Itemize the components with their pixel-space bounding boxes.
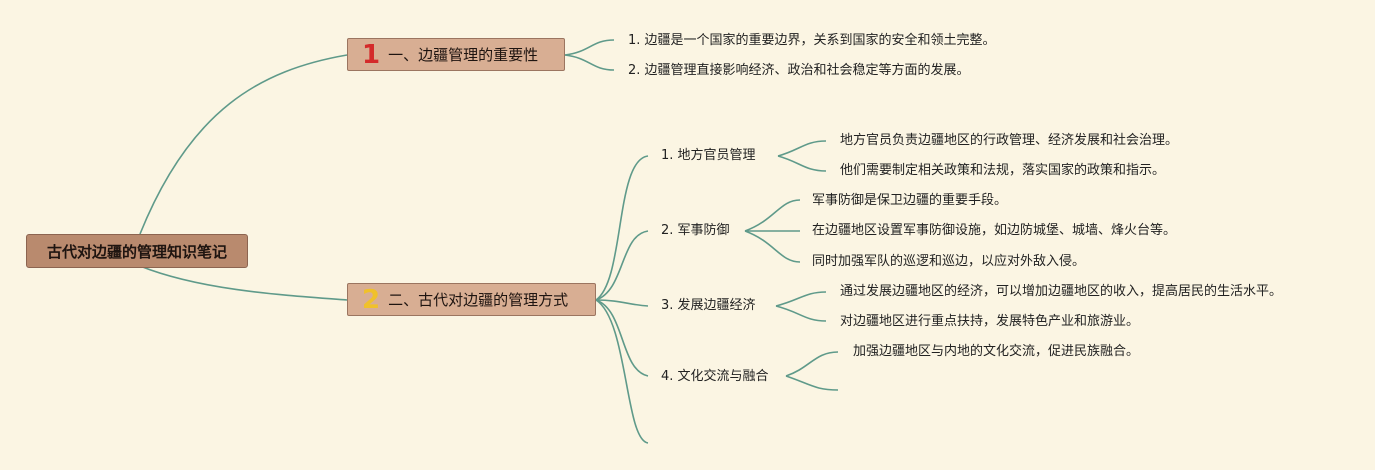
leaf-culture-1[interactable]: 加强边疆地区与内地的文化交流，促进民族融合。 — [853, 344, 1140, 359]
sub-cultural-exchange[interactable]: 4. 文化交流与融合 — [661, 369, 769, 384]
leaf-importance-1[interactable]: 1. 边疆是一个国家的重要边界，关系到国家的安全和领土完整。 — [628, 33, 996, 48]
link-s4-l1 — [785, 351, 839, 377]
sub-military-defense[interactable]: 2. 军事防御 — [661, 223, 730, 238]
link-s2-l3 — [744, 230, 801, 263]
link-b1-item2 — [564, 54, 615, 71]
leaf-local-officials-1[interactable]: 地方官员负责边疆地区的行政管理、经济发展和社会治理。 — [840, 133, 1179, 148]
root-topic-label: 古代对边疆的管理知识笔记 — [46, 242, 227, 261]
leaf-military-3[interactable]: 同时加强军队的巡逻和巡边，以应对外敌入侵。 — [812, 254, 1086, 269]
branch-methods[interactable]: 2 二、古代对边疆的管理方式 — [347, 283, 596, 316]
leaf-local-officials-2[interactable]: 他们需要制定相关政策和法规，落实国家的政策和指示。 — [840, 163, 1166, 178]
link-s4-l2 — [785, 375, 839, 391]
branch-methods-label: 二、古代对边疆的管理方式 — [388, 291, 569, 309]
link-s3-l1 — [775, 291, 827, 307]
link-root-branch2 — [139, 265, 348, 301]
link-b2-extra — [595, 299, 649, 444]
link-s3-l2 — [775, 305, 827, 322]
link-b2-sub2 — [595, 230, 649, 301]
sub-frontier-economy[interactable]: 3. 发展边疆经济 — [661, 298, 756, 313]
leaf-economy-2[interactable]: 对边疆地区进行重点扶持，发展特色产业和旅游业。 — [840, 314, 1140, 329]
root-topic[interactable]: 古代对边疆的管理知识笔记 — [26, 234, 248, 268]
link-s2-l1 — [744, 199, 801, 232]
leaf-military-2[interactable]: 在边疆地区设置军事防御设施，如边防城堡、城墙、烽火台等。 — [812, 223, 1177, 238]
link-s1-l2 — [777, 155, 827, 172]
branch-importance[interactable]: 1 一、边疆管理的重要性 — [347, 38, 565, 71]
branch-number-2: 2 — [362, 284, 381, 315]
sub-local-officials[interactable]: 1. 地方官员管理 — [661, 148, 756, 163]
branch-importance-label: 一、边疆管理的重要性 — [388, 46, 539, 64]
leaf-importance-2[interactable]: 2. 边疆管理直接影响经济、政治和社会稳定等方面的发展。 — [628, 63, 970, 78]
link-b2-sub1 — [595, 155, 649, 301]
branch-number-1: 1 — [362, 39, 381, 70]
link-root-branch1 — [139, 54, 348, 235]
leaf-economy-1[interactable]: 通过发展边疆地区的经济，可以增加边疆地区的收入，提高居民的生活水平。 — [840, 284, 1283, 299]
link-b1-item1 — [564, 39, 615, 56]
leaf-military-1[interactable]: 军事防御是保卫边疆的重要手段。 — [812, 193, 1008, 208]
link-s1-l1 — [777, 140, 827, 157]
link-b2-sub3 — [595, 299, 649, 307]
link-b2-sub4 — [595, 299, 649, 377]
